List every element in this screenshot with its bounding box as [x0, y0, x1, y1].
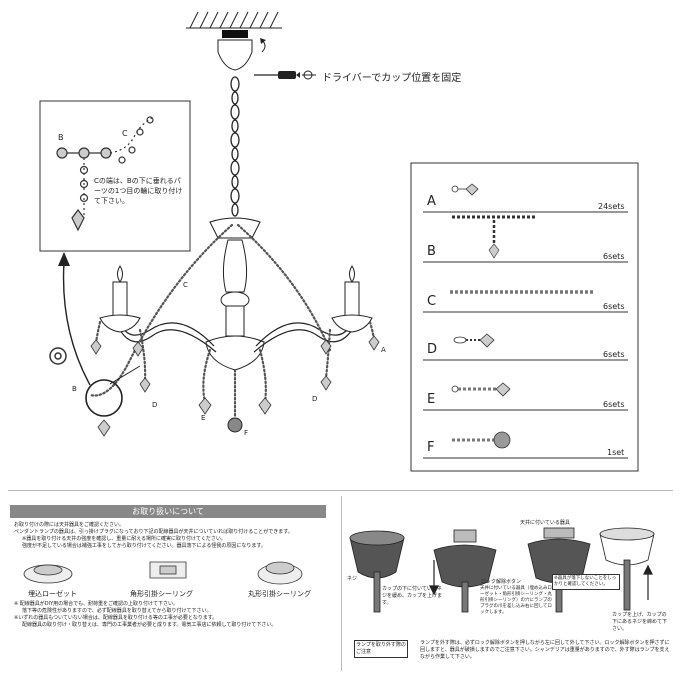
fixture-label-round: 丸形引掛シーリング	[248, 590, 311, 598]
lamp-label: ランプを取り外す際のご注意	[354, 640, 408, 658]
fixture-label-square: 角形引掛シーリング	[130, 590, 193, 598]
handling-intro: お取り付けの際には天井器具をご確認ください。 ペンダントランプの器具は、引っ掛け…	[14, 522, 334, 550]
intro-line: お取り付けの際には天井器具をご確認ください。	[14, 522, 125, 528]
gear-icon	[49, 347, 67, 365]
install-steps-drawing	[349, 527, 655, 613]
part-letter-c: C	[427, 294, 437, 309]
canopy-cup	[217, 39, 253, 71]
candle-right	[331, 265, 373, 333]
inset-label-b: B	[58, 133, 64, 142]
part-letter-d: D	[427, 342, 438, 357]
part-letter-b: B	[427, 244, 436, 259]
inset-note: Cの端は、Bの下に垂れるパーツの1つ目の輪に取り付けて下さい。	[94, 177, 183, 205]
handling-notes: ※ 配線器具がDIY用の場合でも、耐荷重をご確認の上取り付けて下さい。 落下等の…	[14, 601, 334, 629]
final-note: カップを上げ、カップの下にあるネジを締めて下さい。	[612, 612, 668, 632]
driver-note: ドライバーでカップ位置を固定	[322, 73, 462, 84]
column-divider	[341, 496, 342, 671]
note-line: ※いずれの器具もついていない場合は、配線器具を取り付ける等の工事が必要となります…	[14, 615, 218, 621]
note-line: ※ 配線器具がDIY用の場合でも、耐荷重をご確認の上取り付けて下さい。	[14, 601, 179, 607]
chandelier-label-e: E	[201, 414, 206, 422]
part-qty-f: 1set	[607, 448, 625, 457]
warning-box: ※器具が落下しないことをしっかりと確認してください。	[552, 574, 620, 590]
ceiling-hatch	[186, 11, 282, 29]
chandelier-label-d-left: D	[152, 401, 158, 409]
crystal-drops	[90, 335, 380, 437]
part-a-drawing	[451, 183, 479, 196]
lock-button-label: ロック解除ボタン	[481, 579, 522, 585]
ceiling-plug	[222, 30, 248, 38]
ceiling-fixtures-drawing	[23, 561, 303, 585]
part-letter-a: A	[427, 194, 436, 209]
hanging-chain	[230, 76, 240, 217]
part-letter-e: E	[427, 392, 436, 407]
inset-box	[39, 100, 191, 252]
chandelier-body	[205, 217, 265, 433]
note-line: 配線器具の取り付け・取り替えは、専門の工事業者が必要と成ります。電気工事店に依頼…	[22, 622, 277, 628]
inset-drawing	[56, 116, 154, 232]
part-letter-f: F	[427, 440, 435, 455]
parts-box	[410, 162, 639, 472]
chandelier-label-c: C	[183, 281, 188, 289]
candle-left	[99, 265, 141, 333]
intro-line: 強度が不足している場合は補強工事をしてから取り付けてください。器具落下による怪我…	[22, 543, 266, 549]
remove-note: ランプを外す際は、必ずロック解除ボタンを押しながら左に回して外して下さい。ロック…	[420, 640, 670, 660]
handling-header: お取り扱いについて	[132, 507, 204, 516]
part-qty-e: 6sets	[603, 400, 625, 409]
part-b-drawing	[452, 215, 536, 259]
chandelier-label-b: B	[72, 385, 77, 393]
part-qty-a: 24sets	[598, 202, 625, 211]
callout-arrow	[62, 261, 91, 386]
screw-label: ネジ	[347, 576, 358, 582]
ceiling-note: 天井に付いている器具（埋め込みローゼット・角形引掛シーリング・丸形引掛シーリング…	[480, 586, 552, 615]
cup-note: カップの下に付いているネジを緩め、カップを上げます。	[382, 586, 443, 606]
magnifier-circle	[85, 379, 123, 417]
chandelier-label-a: A	[381, 346, 386, 354]
screwdriver-icon	[254, 70, 316, 80]
part-qty-b: 6sets	[603, 252, 625, 261]
chandelier-label-d-right: D	[312, 395, 318, 403]
note-line: 落下等の危険性がありますので、必ず配線器具を取り替えてから取り付けて下さい。	[22, 608, 212, 614]
fixture-label-rosette: 埋込ローゼット	[28, 590, 77, 598]
chandelier-label-f: F	[244, 429, 249, 437]
chandelier-diagram	[39, 11, 639, 472]
part-qty-c: 6sets	[603, 302, 625, 311]
part-d-drawing	[453, 333, 495, 348]
handling-header-bar: お取り扱いについて	[10, 505, 326, 518]
cup-top-label: 天井に付いている器具	[520, 520, 570, 526]
inset-label-c: C	[122, 129, 128, 138]
part-e-drawing	[451, 382, 511, 397]
section-divider	[8, 490, 673, 491]
part-f-drawing	[452, 431, 511, 449]
intro-line: ※器具を取り付ける天井の強度を確認し、重量に耐える場所に確実に取り付けてください…	[22, 536, 226, 542]
part-qty-d: 6sets	[603, 350, 625, 359]
intro-line: ペンダントランプの器具は、引っ掛けプラグになっており下記の配線器具が天井について…	[14, 529, 293, 535]
